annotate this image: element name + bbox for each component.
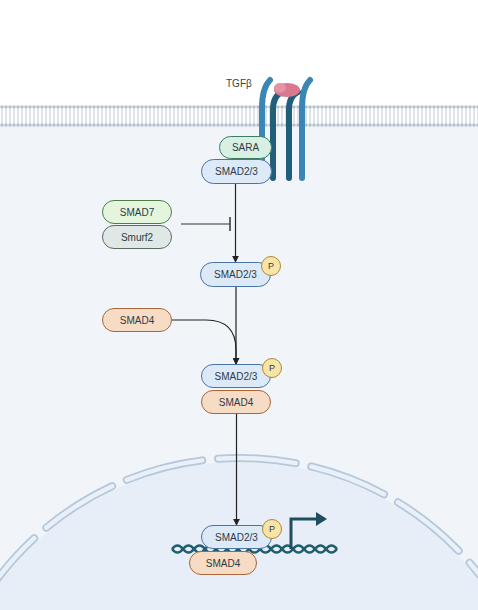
nuclear-envelope-inner xyxy=(0,458,478,610)
protein-box: SMAD2/3P xyxy=(201,364,271,388)
protein-box: Smurf2 xyxy=(102,225,172,249)
node-text: SMAD7 xyxy=(120,207,154,218)
phosphate-circle: P xyxy=(261,256,281,276)
protein-box: SMAD2/3 P xyxy=(201,525,272,549)
node-text: Smurf2 xyxy=(121,232,153,243)
membrane xyxy=(0,104,478,128)
node-text: SMAD4 xyxy=(219,397,253,408)
nucleus xyxy=(0,462,478,610)
node-text: P xyxy=(269,524,275,535)
protein-box: SMAD4 xyxy=(201,390,271,414)
node-text: P xyxy=(269,363,275,374)
inhibition-line xyxy=(181,217,230,231)
pathway-arrow xyxy=(236,414,237,525)
protein-box: SMAD4 xyxy=(102,308,172,332)
node-text: SMAD2/3 xyxy=(215,166,258,177)
pathway-arrow xyxy=(172,320,236,364)
protein-box: SMAD2/3 xyxy=(201,159,272,184)
ligand-label: TGFβ xyxy=(226,78,252,89)
protein-box: SMAD4 xyxy=(189,551,257,575)
node-text: SARA xyxy=(232,142,259,153)
node-text: P xyxy=(268,261,274,272)
nuclear-envelope xyxy=(0,458,478,610)
pathway-arrow xyxy=(235,184,236,262)
node-text: SMAD2/3 xyxy=(215,532,258,543)
phosphate-circle: P xyxy=(262,519,282,539)
node-text: SMAD2/3 xyxy=(214,269,257,280)
transcription-arrow xyxy=(291,512,327,549)
node-text: SMAD2/3 xyxy=(215,371,258,382)
node-text: SMAD4 xyxy=(120,315,154,326)
protein-box: SMAD7 xyxy=(102,200,172,224)
phosphate-circle: P xyxy=(262,358,282,378)
protein-box: SARA xyxy=(219,136,272,159)
protein-box: SMAD2/3 P xyxy=(200,262,271,287)
node-text: SMAD4 xyxy=(206,558,240,569)
